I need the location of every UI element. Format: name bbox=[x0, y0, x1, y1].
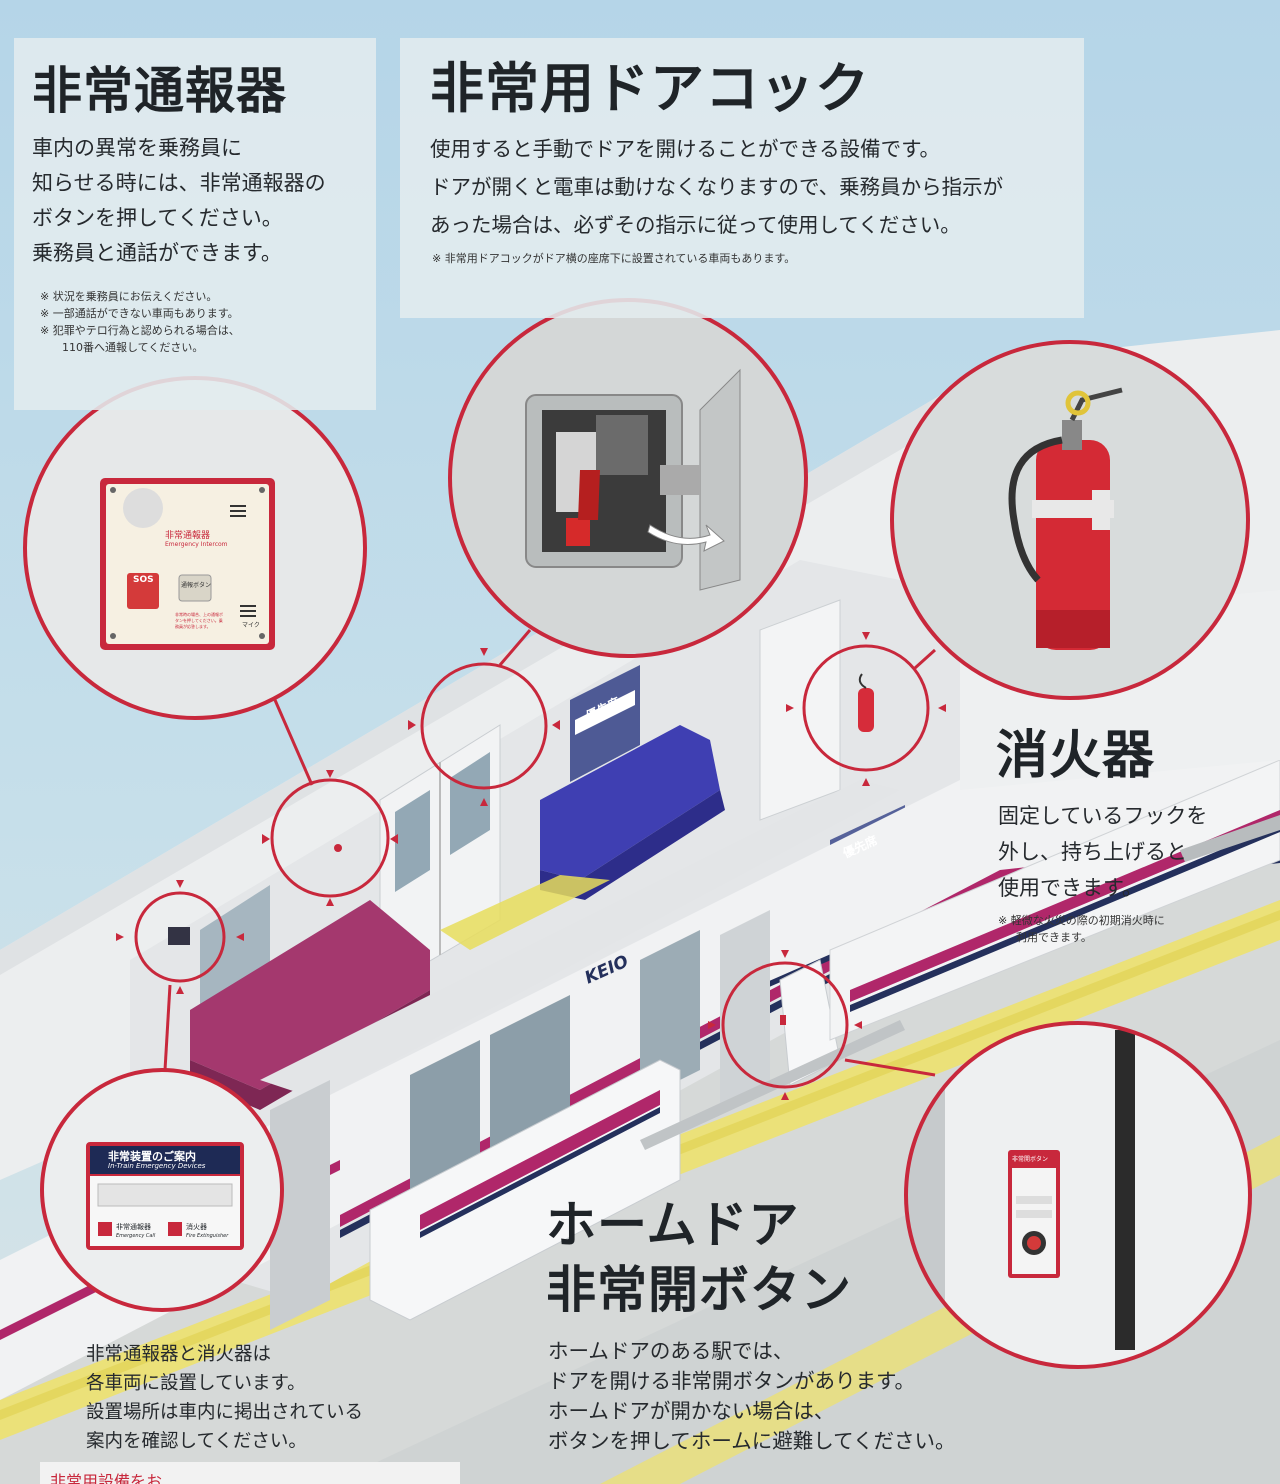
guide-sign-detail-circle bbox=[40, 1068, 284, 1312]
platform-door-body-line: ドアを開ける非常開ボタンがあります。 bbox=[548, 1369, 915, 1393]
platform-button-detail-circle bbox=[904, 1021, 1252, 1369]
platform-door-body-line: ホームドアのある駅では、 bbox=[548, 1339, 794, 1363]
location-note-line: 案内を確認してください。 bbox=[86, 1431, 307, 1452]
intercom-title: 非常通報器 bbox=[32, 62, 287, 120]
location-markers bbox=[134, 644, 930, 1089]
location-note-line: 各車両に設置しています。 bbox=[86, 1373, 306, 1394]
intercom-note: 状況を乗務員にお伝えください。 bbox=[40, 288, 240, 305]
location-note: 非常通報器と消火器は 各車両に設置しています。 設置場所は車内に掲出されている … bbox=[86, 1340, 363, 1456]
location-note-line: 非常通報器と消火器は bbox=[86, 1344, 272, 1365]
intercom-warning-text: 非常時の場合、上の通報ボタンを押してください。乗務員が応答します。 bbox=[175, 612, 223, 629]
sos-button[interactable]: SOS bbox=[133, 575, 154, 585]
location-note-line: 設置場所は車内に掲出されている bbox=[86, 1402, 363, 1423]
extinguisher-note-cont: 利用できます。 bbox=[1016, 931, 1092, 944]
intercom-panel-label-en: Emergency Intercom bbox=[165, 541, 228, 548]
intercom-body-line: ボタンを押してください。 bbox=[32, 206, 283, 230]
extinguisher-notes: 軽微な火災の際の初期消火時に 利用できます。 bbox=[998, 912, 1165, 946]
intercom-notes: 状況を乗務員にお伝えください。 一部通話ができない車両もあります。 犯罪やテロ行… bbox=[40, 288, 240, 356]
extinguisher-body: 固定しているフックを 外し、持ち上げると 使用できます。 bbox=[998, 798, 1207, 906]
seat-magenta bbox=[190, 900, 430, 1090]
platform-door-body: ホームドアのある駅では、 ドアを開ける非常開ボタンがあります。 ホームドアが開か… bbox=[548, 1336, 956, 1456]
platform-door-body-line: ホームドアが開かない場合は、 bbox=[548, 1399, 835, 1423]
guide-sign-title-en: In-Train Emergency Devices bbox=[108, 1162, 206, 1170]
intercom-body-line: 知らせる時には、非常通報器の bbox=[32, 171, 326, 195]
extinguisher-body-line: 外し、持ち上げると bbox=[998, 840, 1187, 864]
extinguisher-detail-circle bbox=[890, 340, 1250, 700]
platform-button-label-en: Emergency Button bbox=[1013, 1162, 1051, 1167]
intercom-note-cont: 110番へ通報してください。 bbox=[62, 341, 204, 354]
platform-button-label: 非常開ボタン bbox=[1012, 1156, 1049, 1163]
extinguisher-note: 軽微な火災の際の初期消火時に bbox=[998, 912, 1165, 929]
doorcock-notes: 非常用ドアコックがドア横の座席下に設置されている車両もあります。 bbox=[432, 250, 796, 267]
guide-sign-intercom: 非常通報器 bbox=[116, 1223, 151, 1231]
doorcock-body-line: あった場合は、必ずその指示に従って使用してください。 bbox=[430, 213, 961, 237]
guide-sign-intercom-en: Emergency Call bbox=[116, 1233, 156, 1239]
intercom-info-panel bbox=[14, 38, 376, 410]
doorcock-body-line: ドアが開くと電車は動けなくなりますので、乗務員から指示が bbox=[430, 175, 1004, 199]
doorcock-title: 非常用ドアコック bbox=[430, 57, 870, 120]
seat-blue bbox=[540, 725, 720, 880]
intercom-panel-label: 非常通報器 bbox=[165, 531, 211, 541]
platform-door-body-line: ボタンを押してホームに避難してください。 bbox=[548, 1429, 956, 1453]
intercom-note: 一部通話ができない車両もあります。 bbox=[40, 305, 240, 322]
bottom-cut-text: 非常用設備をお bbox=[50, 1472, 163, 1484]
intercom-detail-circle bbox=[23, 376, 367, 720]
extinguisher-title: 消火器 bbox=[996, 726, 1156, 786]
intercom-note: 犯罪やテロ行為と認められる場合は、 bbox=[40, 322, 240, 339]
extinguisher-body-line: 固定しているフックを bbox=[998, 804, 1208, 828]
bottom-strip: 非常用設備をお bbox=[40, 1462, 460, 1484]
platform-door-title-line2: 非常開ボタン bbox=[546, 1261, 852, 1319]
doorcock-body: 使用すると手動でドアを開けることができる設備です。 ドアが開くと電車は動けなくな… bbox=[430, 130, 1003, 244]
guide-sign-extinguisher: 消火器 bbox=[186, 1223, 207, 1231]
guide-sign-title: 非常装置のご案内 bbox=[108, 1150, 196, 1163]
intercom-body-line: 乗務員と通話ができます。 bbox=[32, 241, 282, 265]
call-button-label: 通報ボタン bbox=[181, 582, 212, 589]
doorcock-detail-circle bbox=[448, 298, 808, 658]
guide-sign-extinguisher-en: Fire Extinguisher bbox=[186, 1233, 229, 1239]
doorcock-note: 非常用ドアコックがドア横の座席下に設置されている車両もあります。 bbox=[432, 250, 796, 267]
intercom-body-line: 車内の異常を乗務員に bbox=[32, 136, 242, 160]
doorcock-info-panel bbox=[400, 38, 1084, 318]
platform-door-title-line1: ホームドア bbox=[546, 1196, 800, 1254]
extinguisher-body-line: 使用できます。 bbox=[998, 876, 1143, 900]
mic-label: マイク bbox=[242, 622, 260, 629]
intercom-body: 車内の異常を乗務員に 知らせる時には、非常通報器の ボタンを押してください。 乗… bbox=[32, 131, 326, 271]
doorcock-body-line: 使用すると手動でドアを開けることができる設備です。 bbox=[430, 137, 941, 161]
